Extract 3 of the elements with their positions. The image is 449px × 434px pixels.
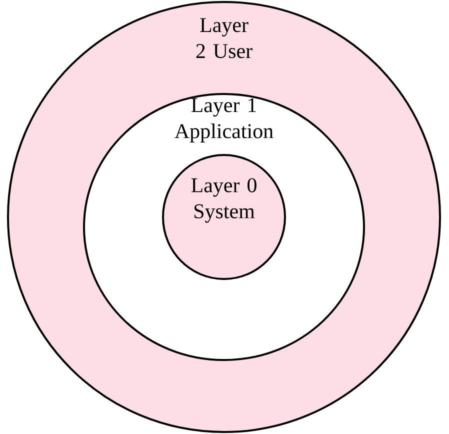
layer-label: Layer 2 User <box>196 18 252 58</box>
layer-label: Layer 0 System <box>191 178 256 223</box>
layer-label: Layer 1 Application <box>174 98 274 143</box>
